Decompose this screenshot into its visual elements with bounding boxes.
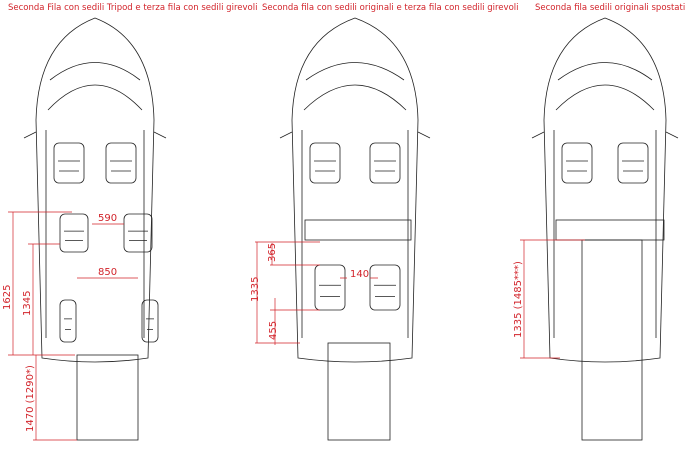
- van3-body: [543, 17, 667, 363]
- dim-1470: 1470 (1290*): [25, 365, 36, 432]
- layout-title-2: Seconda fila con sedili originali e terz…: [262, 3, 519, 13]
- van2-driver-seat: [309, 142, 341, 184]
- van1-swivel-seat-right-detail: [146, 318, 154, 330]
- van2-dimensions: 140 365 1335 455: [250, 241, 378, 345]
- van1-body: [35, 17, 155, 363]
- van2-ramp: [327, 342, 391, 441]
- van1-ramp: [76, 354, 139, 441]
- van3-driver-seat: [561, 142, 593, 184]
- dim-455: 455: [268, 321, 279, 340]
- dim-1625: 1625: [2, 285, 13, 310]
- dim-850: 850: [98, 267, 117, 278]
- van1-tripod-seat-right-detail: [128, 230, 148, 241]
- dim-1345: 1345: [22, 291, 33, 316]
- van1-tripod-seat-right: [123, 213, 153, 253]
- van1-dimensions: 590 850 1625 1345 1470 (1290*): [2, 211, 138, 441]
- dim-590: 590: [98, 213, 117, 224]
- van2-body: [291, 17, 419, 363]
- dim-365: 365: [267, 243, 278, 262]
- dim-1335: 1335: [250, 277, 261, 302]
- layout-title-1: Seconda Fila con sedili Tripod e terza f…: [8, 3, 258, 13]
- van1-passenger-seat: [105, 142, 137, 184]
- van3-ramp: [581, 239, 643, 441]
- van2-passenger-seat-detail: [374, 160, 396, 172]
- van2-swivel-seat-right: [369, 264, 401, 311]
- van3-second-row-bench: [555, 219, 665, 241]
- van3-dimensions: 1335 (1485***): [513, 239, 585, 359]
- van3-mirrors: [531, 131, 679, 139]
- van2-second-row-bench: [304, 219, 412, 241]
- van2-driver-seat-detail: [314, 160, 336, 172]
- van3-passenger-seat-detail: [622, 160, 644, 172]
- van2-swivel-seat-right-detail: [374, 284, 396, 297]
- layout-title-3: Seconda fila sedili originali spostati: [535, 3, 686, 13]
- van2-mirrors: [279, 131, 431, 139]
- van1-swivel-seat-right: [141, 299, 159, 343]
- van2-passenger-seat: [369, 142, 401, 184]
- van1-swivel-seat-left-detail: [64, 318, 72, 330]
- van1-driver-seat: [53, 142, 85, 184]
- van2-windshield: [301, 62, 409, 338]
- van1-tripod-seat-left-detail: [64, 230, 84, 241]
- van3-windshield: [553, 62, 657, 338]
- van2-swivel-seat-left-detail: [319, 284, 341, 297]
- van-outlines: [23, 17, 679, 441]
- van1-driver-seat-detail: [58, 160, 80, 172]
- van1-mirrors: [23, 131, 167, 139]
- van1-passenger-seat-detail: [110, 160, 132, 172]
- van1-swivel-seat-left: [59, 299, 77, 343]
- van1-windshield: [45, 62, 145, 338]
- van3-passenger-seat: [617, 142, 649, 184]
- dim-1335-1485: 1335 (1485***): [513, 261, 524, 338]
- van1-tripod-seat-left: [59, 213, 89, 253]
- van2-swivel-seat-left: [314, 264, 346, 311]
- van3-driver-seat-detail: [566, 160, 588, 172]
- dim-140: 140: [350, 269, 369, 280]
